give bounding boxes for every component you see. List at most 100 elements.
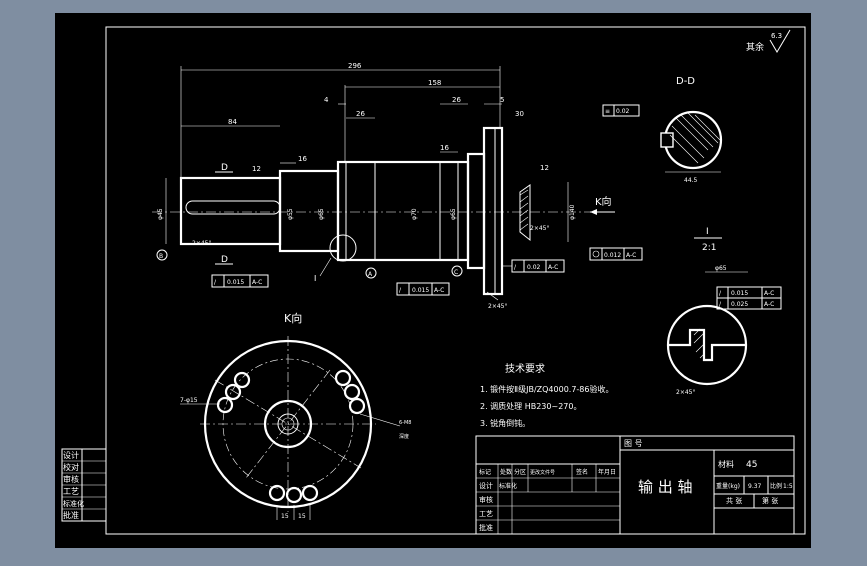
datum-b: B [159,253,163,260]
tb-sheets-total: 共 张 [726,496,742,505]
notes-item-2: 3. 锐角倒钝。 [480,418,530,428]
tb-weight-value: 9.37 [748,483,762,490]
side-label-1: 校对 [63,462,79,472]
k-bolt-hole [301,484,319,502]
detail-tol-1: 0.015 [731,290,748,297]
technical-notes: 技术要求 1. 锻件按Ⅱ级JB/ZQ4000.7-86验收。 2. 调质处理 H… [480,362,614,428]
roughness-rest-label: 其余 [746,41,764,53]
tb-role-3: 批准 [479,523,493,532]
detail-mark-i: I [314,274,316,283]
shaft-dimensions: 296 158 84 4 26 26 5 16 16 12 12 30 φ45 … [157,62,576,310]
notes-title: 技术要求 [505,362,545,375]
notes-item-0: 1. 锻件按Ⅱ级JB/ZQ4000.7-86验收。 [480,384,614,394]
dim-phi-5: φ65 [450,208,457,220]
tol-1-datum: A-C [252,279,262,286]
datum-c: C [454,269,458,276]
tb-role-0: 设计 [479,481,493,490]
tb-rev-header-3: 更改文件号 [530,469,555,476]
tol-2-value: 0.015 [412,287,429,294]
dim-overall: 296 [348,62,362,70]
view-k-arrow-icon [590,209,597,215]
side-label-5: 批准 [63,510,79,520]
detail-chamfer: 2×45° [676,389,695,396]
dim-d2: 158 [428,79,441,87]
side-label-2: 审核 [63,474,79,484]
section-dd-title: D-D [676,76,695,87]
view-k-title: K向 [284,311,302,325]
k-bolt-hole [343,383,361,401]
k-bolt-hole [285,486,303,504]
tb-material-value: 45 [746,460,757,470]
tb-scale-label: 比例 [770,482,782,490]
dim-chamfer-right: 2×45° [488,303,507,310]
dim-phi-3: φ65 [318,208,325,220]
section-dd: D-D ≡ 0.02 44.5 [602,76,723,184]
tb-rev-header-1: 处数 [500,468,512,476]
detail-label-top: I [706,227,709,237]
dim-phi-left: φ45 [157,208,164,220]
detail-tol-icon-2: / [719,301,722,308]
dim-d7: 5 [500,96,504,104]
dim-d11: 12 [540,164,549,172]
k-view: K向 7-φ15 15 15 6-M8 深度 [180,311,411,520]
dim-d12: 30 [515,110,524,118]
detail-tol-2-datum: A-C [764,301,774,308]
flange-hole-section [519,184,531,242]
datum-a-marker [365,267,377,279]
notes-item-1: 2. 调质处理 HB230~270。 [480,401,581,411]
tb-material-label: 材料 [718,459,734,469]
roughness-icon [769,29,791,53]
section-dd-tolerance: 0.02 [616,108,630,115]
tb-role-2: 工艺 [479,510,493,518]
tb-drawing-no-label: 图 号 [624,439,643,448]
tol-4-value: 0.012 [604,252,621,259]
dim-d4: 4 [324,96,329,104]
datum-a: A [368,271,373,278]
tol-4-datum: A-C [626,252,636,259]
k-bolt-hole [233,371,251,389]
dim-chamfer-mid: 2×45° [530,225,549,232]
k-note-line-2: 深度 [399,433,409,440]
detail-tol-icon-1: / [719,290,722,297]
side-label-3: 工艺 [63,487,79,496]
tb-scale-value: 1:5 [783,483,793,490]
sheet-background [55,13,811,548]
datum-b-marker [156,249,168,261]
tol-1-value: 0.015 [227,279,244,286]
dim-d8: 16 [298,155,307,163]
section-mark-d-bottom: D [221,255,228,265]
section-dd-dim: 44.5 [684,177,698,184]
section-marks: D D I B A C K向 [156,163,615,283]
side-table: 设计 校对 审核 工艺 标准化 批准 [61,448,107,522]
title-block: 图 号 输 出 轴 材料 45 重量(kg) 9.37 比例 1:5 共 张 第… [475,435,795,535]
tb-role-1: 审核 [479,495,493,504]
drawing-frame [105,26,806,535]
k-note-line-1: 6-M8 [399,420,411,426]
tol-icon-4 [592,250,600,258]
datum-c-marker [451,265,463,277]
tol-3-datum: A-C [548,264,558,271]
k-bolt-hole [224,383,242,401]
roughness-rest-value: 6.3 [771,32,782,40]
tolerance-frames: / 0.015 A-C / 0.015 A-C / 0.02 A-C 0.012… [211,247,643,296]
dim-phi-mid: φ70 [411,208,418,220]
view-k-arrow-label: K向 [595,195,612,208]
k-bolt-hole [348,397,366,415]
detail-label-bottom: 2:1 [702,243,716,253]
tb-rev-header-2: 分区 [514,468,526,476]
dim-d3: 84 [228,118,237,126]
section-dd-tol-icon: ≡ [605,108,610,115]
dim-phi-2: φ55 [287,208,294,220]
side-label-4: 标准化 [63,499,84,508]
dim-chamfer-left: 2×45° [192,240,211,247]
side-label-0: 设计 [63,450,79,460]
tol-2-datum: A-C [434,287,444,294]
tb-weight-label: 重量(kg) [716,482,740,490]
detail-i: I 2:1 φ65 / 0.015 A-C / 0.025 A-C 2×45° [666,227,782,396]
section-dd-keyway [660,132,674,148]
k-dim-bottom-1: 15 [281,513,289,520]
tb-rev-header-4: 签名 [576,468,588,476]
tb-rev-header-0: 标记 [479,468,491,476]
